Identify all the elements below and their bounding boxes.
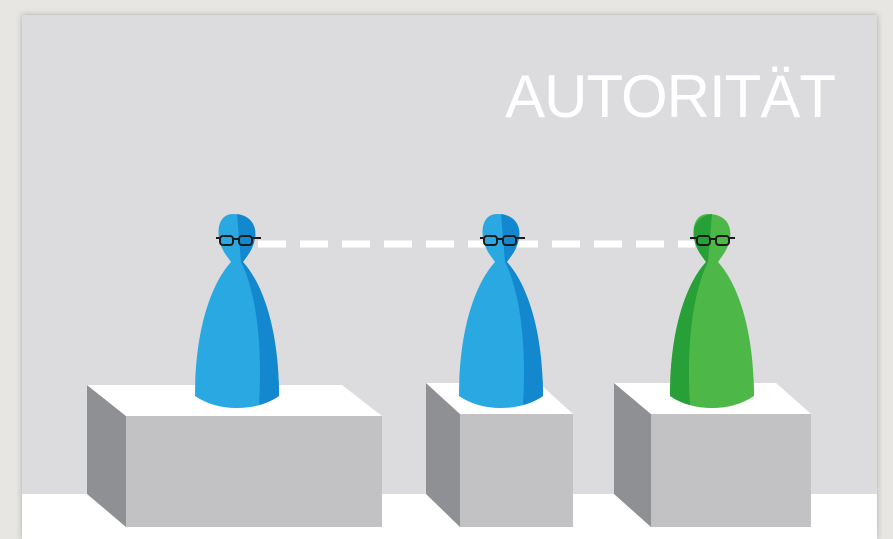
figure-shade (670, 214, 712, 405)
blue-figure-left (195, 214, 279, 408)
pedestal-right-front (651, 414, 811, 527)
pedestal-left-side (87, 385, 126, 527)
figure-body (459, 214, 543, 408)
pedestal-middle-side (426, 383, 460, 527)
figure-body (195, 214, 279, 408)
glasses-icon (480, 235, 525, 246)
diagram-title: AUTORITÄT (505, 63, 836, 130)
blue-figure-middle (459, 214, 543, 408)
green-figure-right (670, 214, 754, 408)
glasses-icon (690, 235, 735, 246)
pedestal-right-side (614, 383, 651, 527)
figure-body (670, 214, 754, 408)
figure-shade (237, 214, 279, 405)
pedestal-middle-front (460, 414, 573, 527)
pedestal-left-front (126, 416, 382, 527)
glasses-icon (216, 235, 261, 246)
figure-shade (501, 214, 543, 405)
